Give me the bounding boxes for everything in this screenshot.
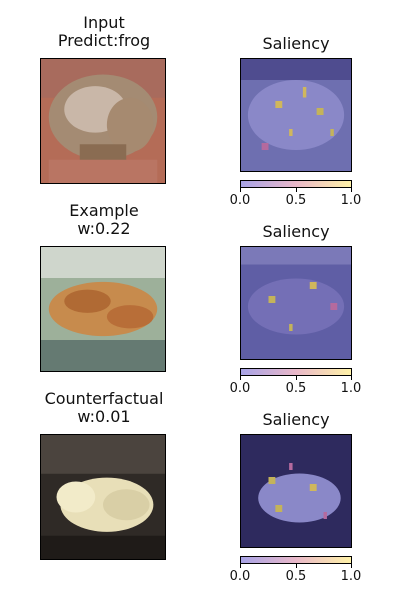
row1-colorbar-tick-0 bbox=[240, 188, 241, 192]
row2-colorbar-tick-2 bbox=[351, 376, 352, 380]
row3-colorbar bbox=[240, 556, 352, 564]
row1-saliency-map bbox=[240, 58, 352, 172]
row2-colorbar-tick-1 bbox=[296, 376, 297, 380]
row2-colorbar-label-0: 0.0 bbox=[229, 381, 251, 396]
row2-colorbar bbox=[240, 368, 352, 376]
row3-colorbar-tick-0 bbox=[240, 564, 241, 568]
row3-colorbar-label-1: 0.5 bbox=[285, 569, 307, 584]
row1-colorbar-tick-2 bbox=[351, 188, 352, 192]
row3-saliency-map bbox=[240, 434, 352, 548]
row3-colorbar-tick-1 bbox=[296, 564, 297, 568]
row1-colorbar-label-0: 0.0 bbox=[229, 193, 251, 208]
row2-example-image bbox=[40, 246, 166, 372]
row3-colorbar-label-0: 0.0 bbox=[229, 569, 251, 584]
row3-counterfactual-image bbox=[40, 434, 166, 560]
row3-right-title: Saliency bbox=[262, 410, 330, 429]
row1-colorbar-label-1: 0.5 bbox=[285, 193, 307, 208]
row2-colorbar-label-1: 0.5 bbox=[285, 381, 307, 396]
row1-colorbar-label-2: 1.0 bbox=[340, 193, 362, 208]
row3-colorbar-label-2: 1.0 bbox=[340, 569, 362, 584]
row2-saliency-map bbox=[240, 246, 352, 360]
row3-left-title: Counterfactual w:0.01 bbox=[44, 389, 164, 426]
row2-colorbar-tick-0 bbox=[240, 376, 241, 380]
row2-left-title: Example w:0.22 bbox=[69, 201, 139, 238]
row1-colorbar-tick-1 bbox=[296, 188, 297, 192]
row3-colorbar-tick-2 bbox=[351, 564, 352, 568]
row1-left-title: Input Predict:frog bbox=[57, 13, 151, 50]
row1-colorbar bbox=[240, 180, 352, 188]
row2-colorbar-label-2: 1.0 bbox=[340, 381, 362, 396]
row1-input-image bbox=[40, 58, 166, 184]
row2-right-title: Saliency bbox=[262, 222, 330, 241]
row1-right-title: Saliency bbox=[262, 34, 330, 53]
